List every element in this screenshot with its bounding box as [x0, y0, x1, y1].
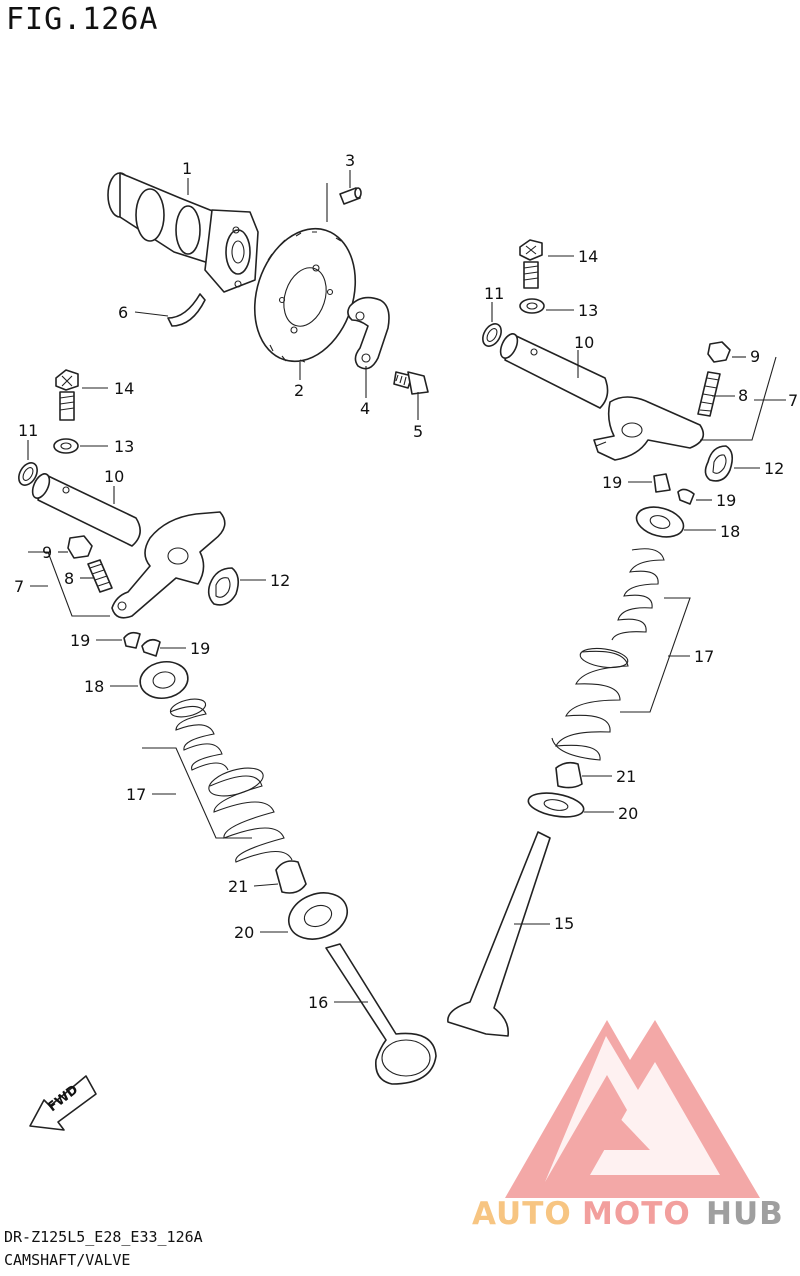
- callout-6: 6: [118, 303, 128, 322]
- callout-13-left: 13: [114, 437, 134, 456]
- callout-13-right: 13: [578, 301, 598, 320]
- right-gasket-part: [704, 445, 734, 482]
- exhaust-valve-part: [447, 831, 551, 1037]
- callout-19a-left: 19: [70, 631, 90, 650]
- callout-17-left: 17: [126, 785, 146, 804]
- callout-9-right: 9: [750, 347, 760, 366]
- callout-19b-right: 19: [716, 491, 736, 510]
- callout-3: 3: [345, 151, 355, 170]
- figure-title: FIG.126A: [6, 2, 159, 37]
- left-stem-seal-part: [275, 860, 307, 894]
- callout-11-right: 11: [484, 284, 504, 303]
- left-cotter-parts: [123, 631, 161, 657]
- cam-sprocket-part: [253, 227, 357, 363]
- right-spring-retainer-part: [635, 506, 685, 538]
- left-inner-spring-part: [169, 698, 229, 771]
- callout-19b-left: 19: [190, 639, 210, 658]
- callout-9-left: 9: [42, 543, 52, 562]
- callout-17-right: 17: [694, 647, 714, 666]
- callout-15: 15: [554, 914, 574, 933]
- callout-18-left: 18: [84, 677, 104, 696]
- callout-18-right: 18: [720, 522, 740, 541]
- left-spring-seat-part: [288, 892, 348, 940]
- watermark-logo: AUTO MOTO HUB: [472, 1020, 784, 1232]
- right-washer-part: [519, 298, 545, 314]
- c-ring-part: [167, 293, 206, 327]
- callout-10-left: 10: [104, 467, 124, 486]
- right-rocker-shaft-part: [499, 333, 609, 409]
- callout-14-right: 14: [578, 247, 598, 266]
- left-gasket-part: [207, 567, 240, 606]
- right-o-ring-part: [482, 323, 502, 347]
- right-nut-part: [707, 341, 731, 363]
- watermark-text-moto: MOTO: [582, 1196, 691, 1232]
- right-bolt-part: [519, 239, 543, 289]
- sprocket-bolt-part: [393, 371, 429, 395]
- left-nut-part: [67, 535, 93, 559]
- left-bolt-part: [55, 369, 79, 421]
- callout-11-left: 11: [18, 421, 38, 440]
- leader-lines: [27, 170, 786, 1003]
- callout-8-right: 8: [738, 386, 748, 405]
- callout-5: 5: [413, 422, 423, 441]
- left-washer-part: [53, 438, 79, 454]
- callout-12-right: 12: [764, 459, 784, 478]
- right-cotter-parts: [653, 473, 695, 505]
- sprocket-pin-part: [326, 183, 362, 222]
- left-rocker-shaft-part: [31, 473, 141, 547]
- right-inner-spring-part: [611, 548, 665, 641]
- lock-plate-part: [347, 296, 390, 370]
- callout-7-right: 7: [788, 391, 798, 410]
- callout-14-left: 14: [114, 379, 134, 398]
- callout-4: 4: [360, 399, 370, 418]
- fwd-arrow-icon: FWD: [29, 1075, 97, 1131]
- callout-21-left: 21: [228, 877, 248, 896]
- left-o-ring-part: [18, 462, 38, 486]
- callout-labels: 1 2 3 4 5 6 14 13 11 10 9 8 7 12 19 19 1…: [14, 151, 798, 1012]
- callout-21-right: 21: [616, 767, 636, 786]
- right-adjust-screw-part: [697, 371, 721, 417]
- figure-name: CAMSHAFT/VALVE: [4, 1251, 131, 1269]
- watermark-text-auto: AUTO: [472, 1196, 572, 1232]
- right-stem-seal-part: [555, 761, 583, 789]
- callout-12-left: 12: [270, 571, 290, 590]
- left-adjust-screw-part: [87, 559, 113, 593]
- callout-2: 2: [294, 381, 304, 400]
- callout-19a-right: 19: [602, 473, 622, 492]
- left-rocker-arm-part: [111, 511, 226, 619]
- callout-7-left: 7: [14, 577, 24, 596]
- callout-10-right: 10: [574, 333, 594, 352]
- left-outer-spring-part: [208, 767, 293, 863]
- callout-1: 1: [182, 159, 192, 178]
- callout-20-right: 20: [618, 804, 638, 823]
- right-outer-spring-part: [551, 647, 629, 761]
- callout-8-left: 8: [64, 569, 74, 588]
- right-rocker-arm-part: [593, 396, 705, 461]
- watermark-text-hub: HUB: [706, 1196, 784, 1232]
- intake-valve-part: [325, 943, 437, 1085]
- callout-20-left: 20: [234, 923, 254, 942]
- camshaft-part: [107, 172, 259, 293]
- figure-code: DR-Z125L5_E28_E33_126A: [4, 1228, 203, 1246]
- callout-16: 16: [308, 993, 328, 1012]
- left-spring-retainer-part: [139, 660, 189, 700]
- right-spring-seat-part: [527, 792, 585, 818]
